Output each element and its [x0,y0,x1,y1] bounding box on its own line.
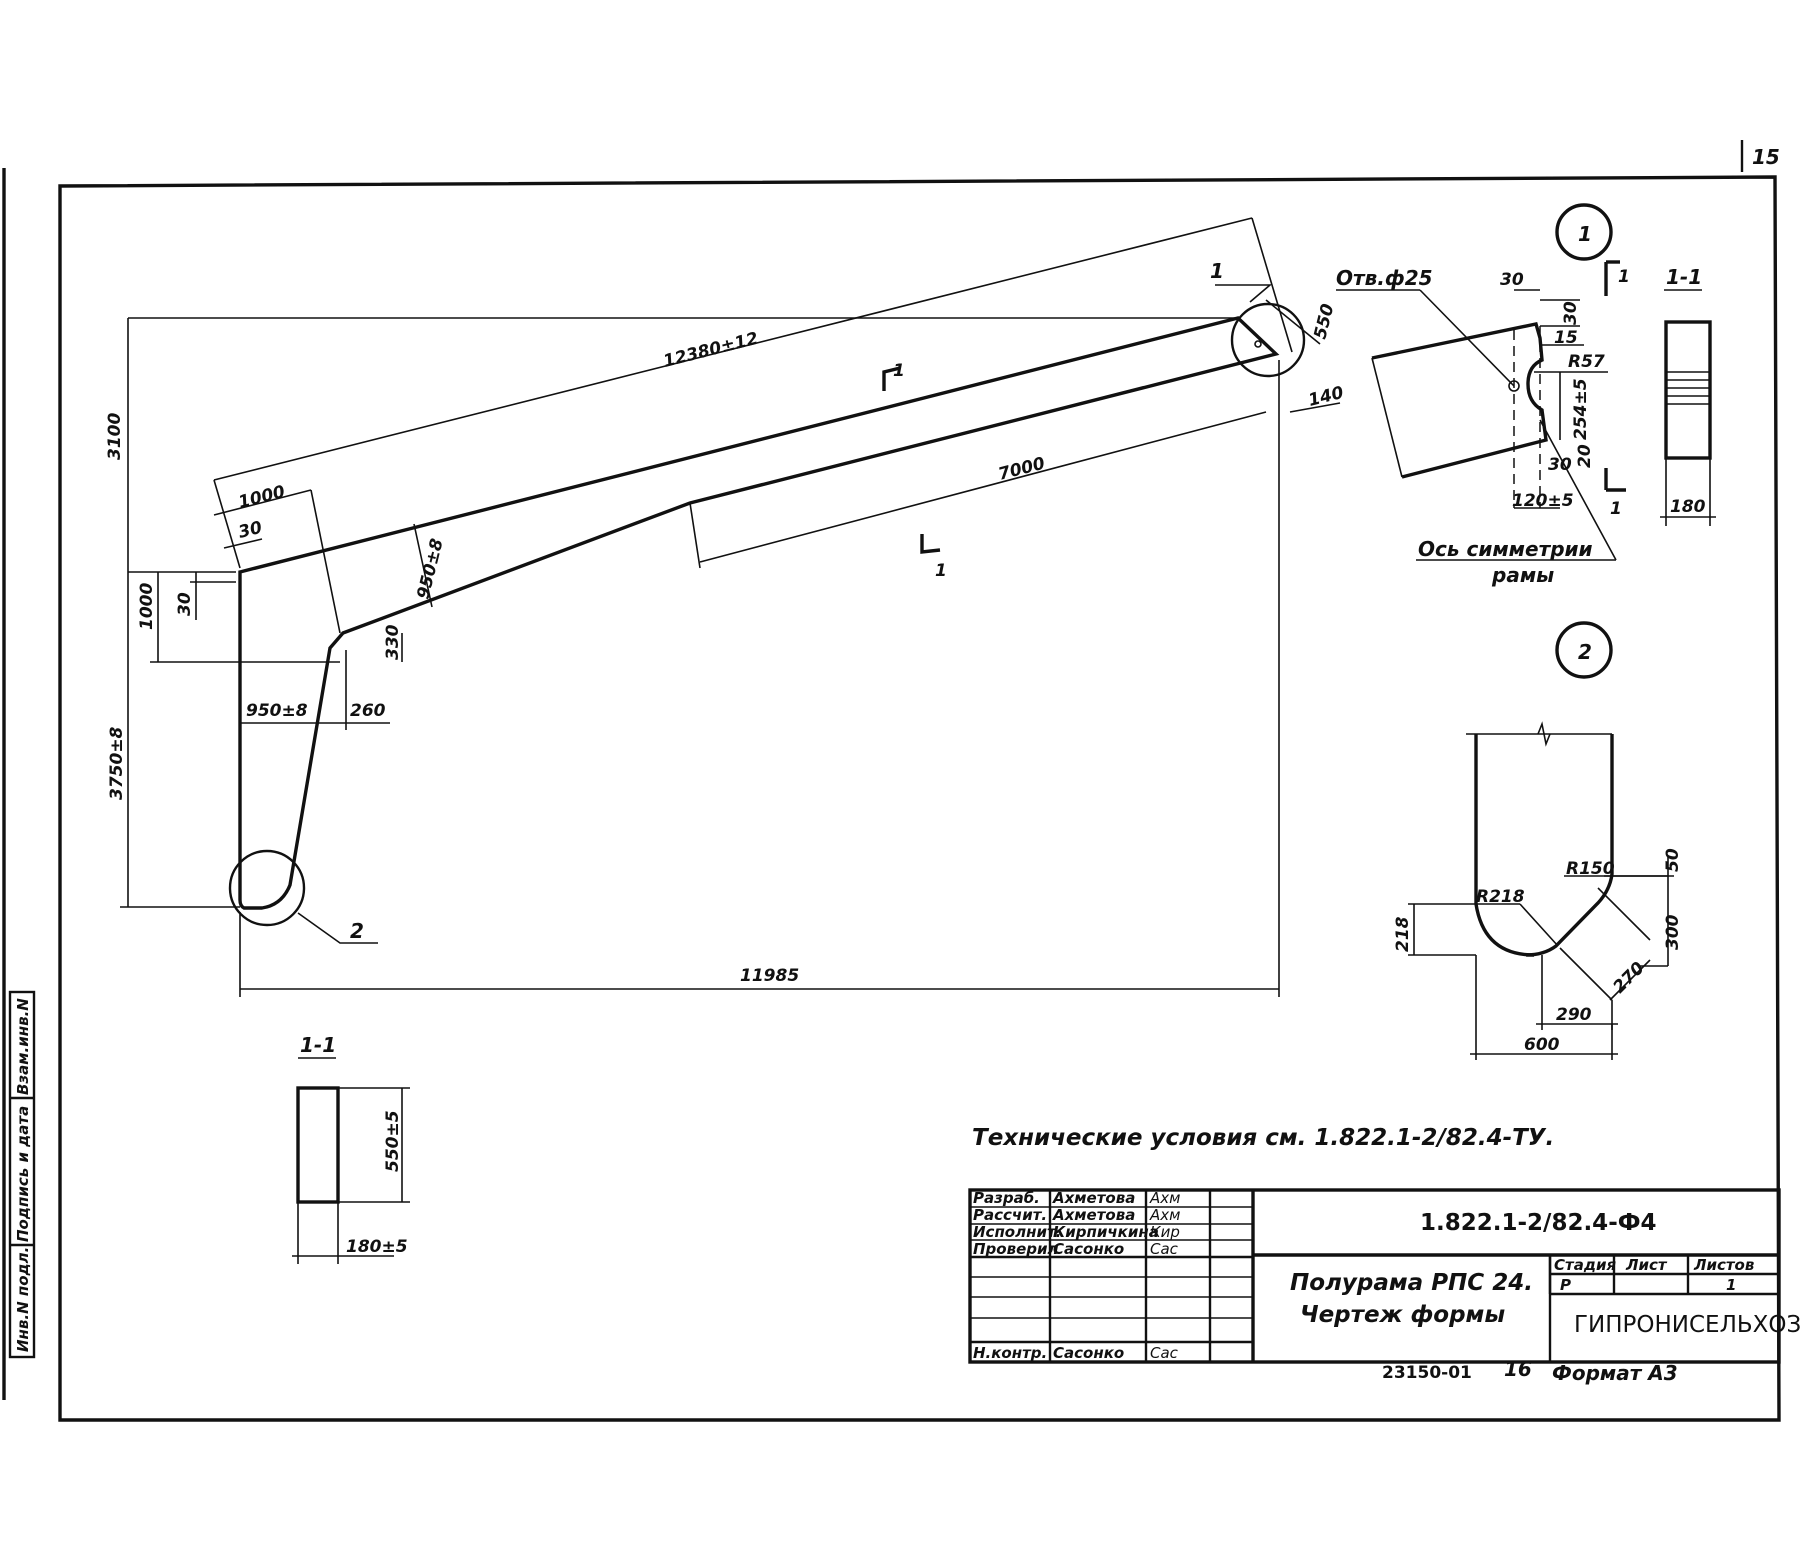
section-right: 1-1 180 [1660,265,1716,526]
svg-text:Ахм: Ахм [1149,1189,1180,1207]
svg-text:218: 218 [1393,916,1413,952]
callout-1-label: 1 [1210,259,1224,283]
svg-text:Стадия: Стадия [1554,1256,1616,1274]
svg-text:Сасонко: Сасонко [1053,1240,1124,1258]
svg-text:30: 30 [1561,301,1581,325]
organization: ГИПРОНИСЕЛЬХОЗ [1574,1312,1800,1338]
strip-vzam: Взам.инв.N [14,998,32,1095]
dim-3750: 3750±8 [107,726,127,800]
sheet-number-bottom: 16 [1504,1357,1532,1381]
svg-text:254±5: 254±5 [1571,378,1591,440]
svg-text:R150: R150 [1566,859,1615,879]
strip-inv-podl: Инв.N подл. [14,1247,32,1352]
dim-12380: 12380±12 [661,329,760,372]
svg-text:Н.контр.: Н.контр. [973,1344,1047,1362]
axis-label-2: рамы [1491,563,1554,587]
svg-text:Р: Р [1560,1276,1571,1294]
tech-conditions: Технические условия см. 1.822.1-2/82.4-Т… [972,1125,1554,1151]
svg-text:Листов: Листов [1693,1256,1754,1274]
drawing-title-1: Полурама РПС 24. [1290,1270,1533,1296]
detail-1-circle [1555,203,1613,261]
section-left-height: 550±5 [383,1110,403,1172]
sheet-frame [58,175,1781,1422]
dim-30-side: 30 [175,592,195,616]
svg-text:1: 1 [1726,1276,1736,1294]
dim-260: 260 [350,701,386,721]
svg-text:Ахметова: Ахметова [1052,1189,1135,1207]
callout-circle-2 [228,849,306,927]
dim-11985: 11985 [740,966,799,986]
dim-140: 140 [1306,383,1345,411]
section-right-width: 180 [1670,497,1706,517]
dim-3100: 3100 [105,413,125,460]
svg-text:R57: R57 [1568,352,1605,372]
detail-2-label: 2 [1578,640,1592,664]
detail-2-piece [1474,734,1614,957]
dim-550: 550 [1310,302,1338,341]
svg-text:120±5: 120±5 [1512,491,1574,511]
section-mark-bottom: 1 [935,561,947,581]
dim-1000-top: 1000 [236,482,287,513]
svg-text:Разраб.: Разраб. [973,1189,1040,1207]
detail-1-label: 1 [1578,222,1592,246]
svg-text:290: 290 [1556,1005,1592,1025]
svg-text:Лист: Лист [1625,1256,1668,1274]
svg-text:20: 20 [1575,444,1595,468]
svg-text:50: 50 [1663,848,1683,872]
dim-950-horiz: 950±8 [246,701,308,721]
archive-number: 23150-01 [1382,1363,1472,1383]
svg-text:Проверил: Проверил [973,1240,1059,1258]
svg-text:15: 15 [1554,328,1578,348]
strip-podpis: Подпись и дата [14,1106,32,1242]
callout-circle-1 [1230,302,1306,378]
svg-text:Сасонко: Сасонко [1053,1344,1124,1362]
section-left: 1-1 550±5 180±5 [292,1033,410,1264]
svg-text:Кирпичкина: Кирпичкина [1053,1223,1159,1241]
section-right-rect [1664,320,1712,460]
svg-text:300: 300 [1663,914,1683,950]
svg-text:Исполнит.: Исполнит. [973,1223,1061,1241]
hole-label: Отв.ф25 [1336,266,1433,290]
left-strip: Взам.инв.N Подпись и дата Инв.N подл. [8,990,36,1359]
svg-text:600: 600 [1524,1035,1560,1055]
svg-text:Сас: Сас [1150,1344,1179,1362]
drawing-title-2: Чертеж формы [1300,1302,1505,1328]
detail-2-circle [1555,621,1613,679]
svg-text:270: 270 [1609,958,1648,997]
svg-text:1: 1 [1618,267,1630,287]
svg-text:Сас: Сас [1150,1240,1179,1258]
dim-1000-v: 1000 [137,583,157,630]
axis-label-1: Ось симметрии [1418,537,1593,561]
section-left-width: 180±5 [346,1237,408,1257]
svg-text:R218: R218 [1476,887,1525,907]
callout-2-label: 2 [350,919,364,943]
format-label: Формат А3 [1552,1361,1678,1385]
svg-text:30: 30 [1500,270,1524,290]
detail-1: 1 Отв.ф25 30 30 15 R57 254±5 30 20 120±5… [1336,203,1630,587]
section-left-rect [296,1086,340,1204]
section-left-title: 1-1 [300,1033,336,1057]
title-block: Разраб. Ахметова Ахм Рассчит. Ахметова А… [968,1188,1800,1364]
svg-text:1: 1 [1610,499,1622,519]
svg-text:Рассчит.: Рассчит. [973,1206,1047,1224]
page-number: 15 [1752,145,1780,169]
detail-2: 2 R150 50 R218 218 300 270 290 600 [1393,621,1683,1060]
detail-1-piece [1371,322,1548,479]
svg-text:Кир: Кир [1150,1223,1180,1241]
dim-330: 330 [383,624,403,660]
main-view: 1 2 1 1 12380±12 3100 3750±8 1000 30 100… [105,217,1346,997]
half-frame-outline [238,316,1280,910]
dim-7000: 7000 [996,454,1047,485]
svg-text:Ахметова: Ахметова [1052,1206,1135,1224]
designation: 1.822.1-2/82.4-Ф4 [1420,1210,1657,1236]
section-right-title: 1-1 [1666,265,1702,289]
svg-text:Ахм: Ахм [1149,1206,1180,1224]
section-mark-top: 1 [893,361,905,381]
svg-text:30: 30 [1548,455,1572,475]
